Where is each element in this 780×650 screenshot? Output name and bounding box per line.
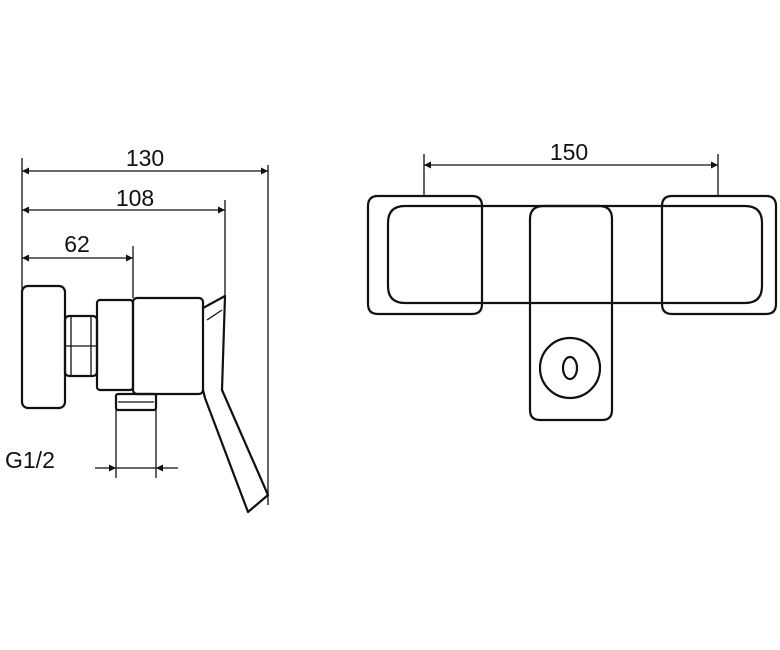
right-eccentric-cap <box>660 194 778 316</box>
dimension-130: 130 <box>126 145 164 171</box>
outlet-connector <box>114 392 158 412</box>
lever-front <box>528 204 614 422</box>
cartridge-indicator <box>561 355 579 381</box>
horizontal-body <box>386 204 764 305</box>
side-view: 130 108 62 G1/2 <box>5 145 270 514</box>
cartridge-knob <box>538 336 602 400</box>
dimension-62: 62 <box>64 231 90 257</box>
mixer-body <box>131 296 205 396</box>
left-eccentric-cap <box>366 194 484 316</box>
lever-handle <box>201 294 270 514</box>
front-view: 150 <box>366 139 778 422</box>
dimension-150: 150 <box>550 139 588 165</box>
dimension-108: 108 <box>116 185 154 211</box>
thread-label-g12: G1/2 <box>5 447 55 473</box>
wall-plate <box>20 284 67 410</box>
connector-collar <box>95 298 135 392</box>
